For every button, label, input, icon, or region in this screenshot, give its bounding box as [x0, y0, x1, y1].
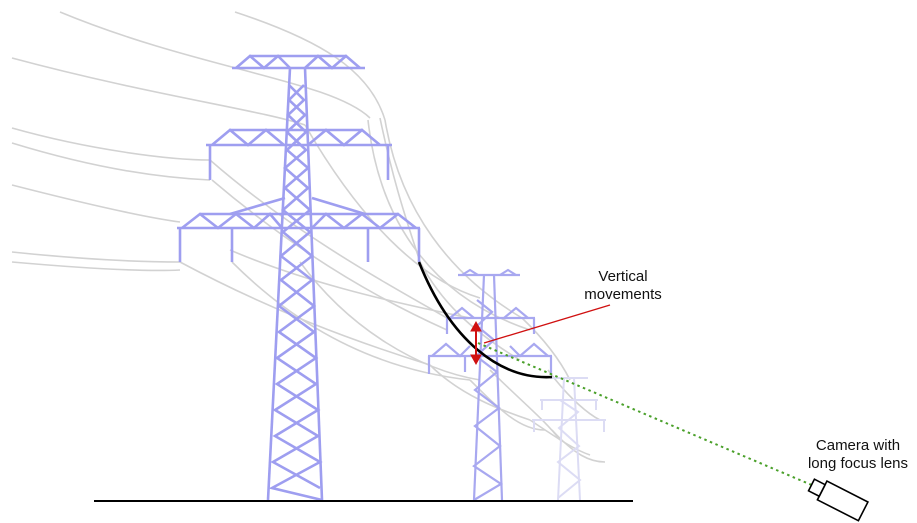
- camera-label-line-1: Camera with: [815, 437, 901, 454]
- vertical-movements-label-line-1: Vertical: [598, 268, 648, 285]
- label-leader-line: [483, 304, 611, 344]
- farthest-tower: [532, 377, 606, 501]
- middle-tower: [427, 268, 553, 501]
- camera-label: Camera with long focus lens: [788, 437, 917, 473]
- vertical-movements-label: Vertical movements: [548, 268, 698, 304]
- line-of-sight: [477, 342, 815, 487]
- double-arrow-icon: [470, 320, 482, 366]
- vertical-movements-label-line-2: movements: [584, 286, 662, 303]
- camera-icon: [807, 478, 870, 522]
- near-tower: [177, 54, 421, 502]
- camera-label-line-2: long focus lens: [807, 455, 909, 472]
- background-conductors: [11, 11, 606, 463]
- observed-conductor: [417, 261, 553, 379]
